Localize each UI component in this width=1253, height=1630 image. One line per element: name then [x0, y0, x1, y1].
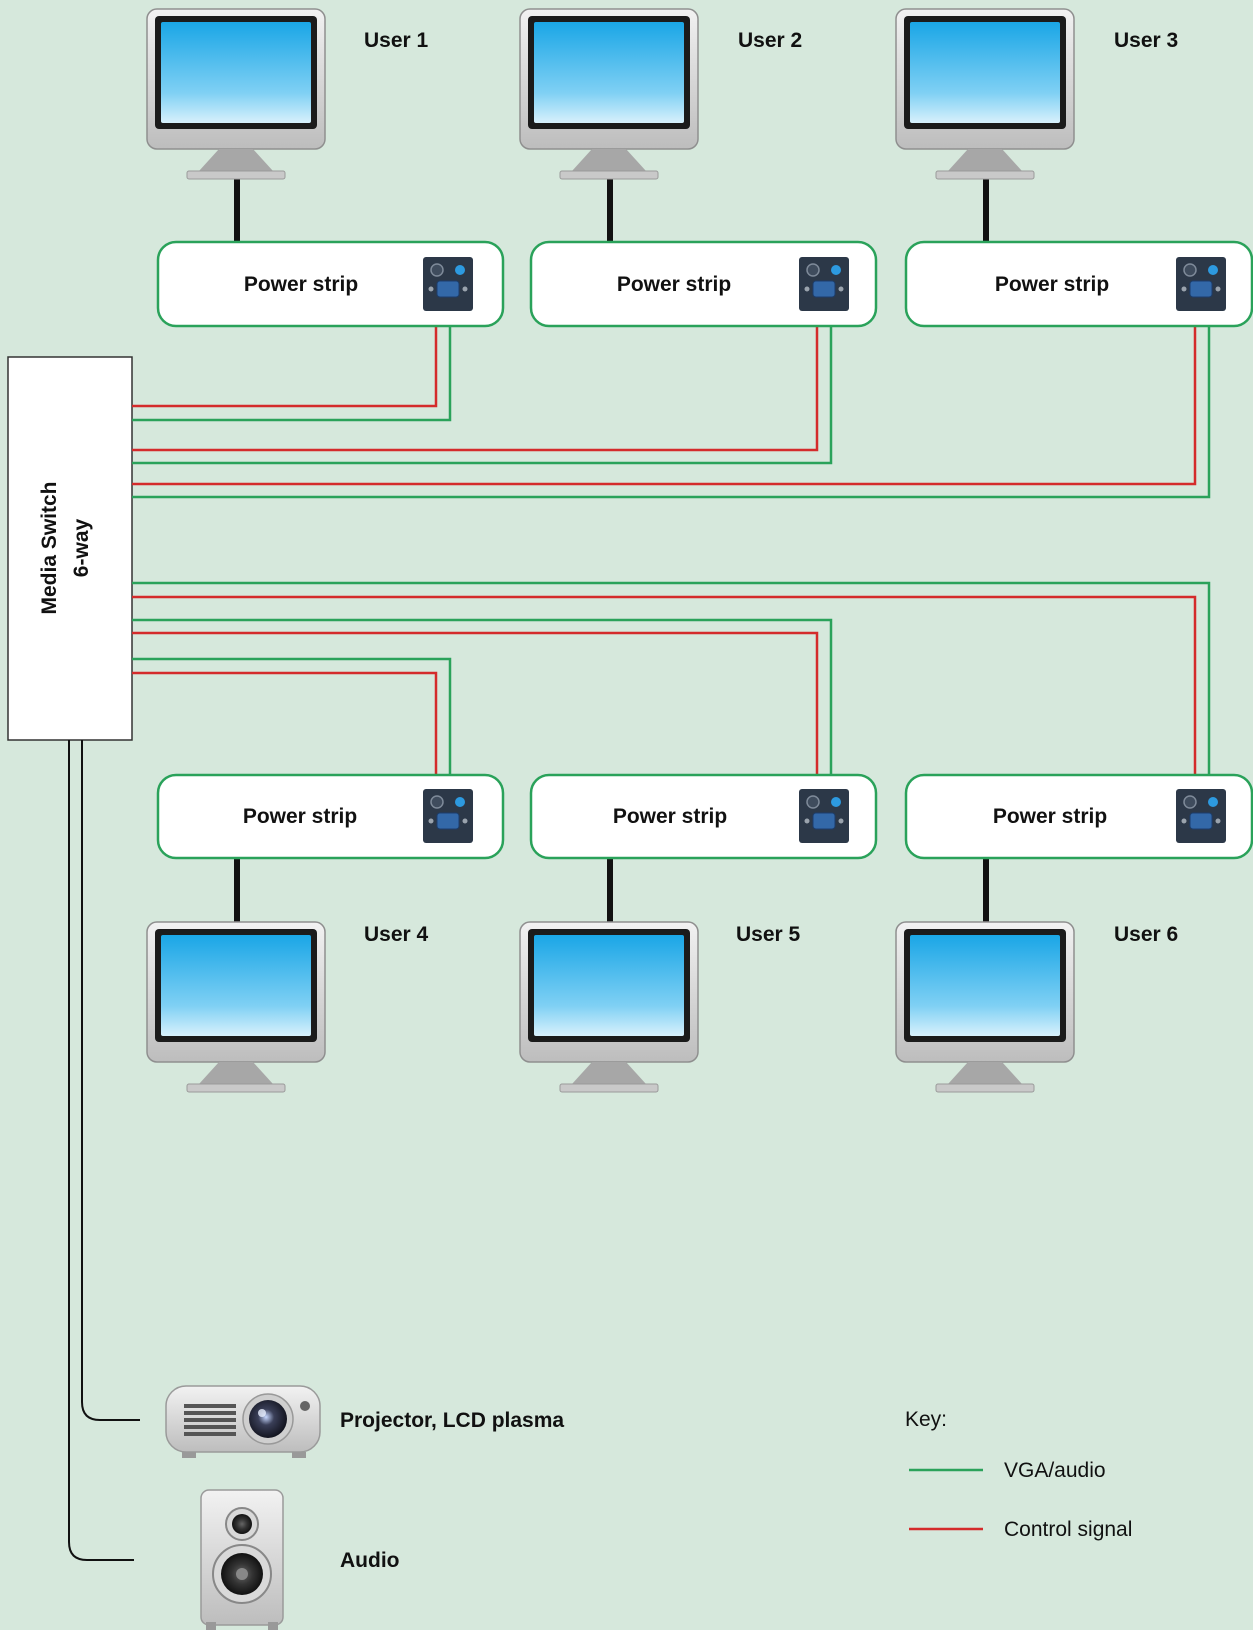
power-strip-label: Power strip [613, 805, 727, 828]
projector-cable [81, 740, 140, 1421]
power-strip-2: Power strip [529, 240, 878, 328]
power-strip-label: Power strip [617, 273, 731, 296]
legend: Key: VGA/audio Control signal [905, 1408, 1132, 1541]
monitor-user-5 [519, 921, 699, 1093]
power-strip-5: Power strip [529, 773, 878, 860]
connector-icon [1175, 788, 1227, 844]
switch-name: Media Switch [38, 481, 61, 614]
control-cable-user-1 [132, 326, 438, 408]
control-cable-user-4 [132, 671, 438, 775]
vga-cable-user-5 [132, 618, 833, 775]
media-switch: Media Switch 6-way [7, 356, 133, 741]
vga-cable-user-6 [132, 581, 1211, 775]
user-label-2: User 2 [738, 29, 802, 52]
user-label-3: User 3 [1114, 29, 1178, 52]
power-strip-3: Power strip [904, 240, 1253, 328]
vga-cable-user-1 [132, 326, 452, 422]
power-strip-label: Power strip [244, 273, 358, 296]
legend-vga-label: VGA/audio [1004, 1459, 1106, 1482]
power-strip-4: Power strip [156, 773, 505, 860]
monitor-user-3 [895, 8, 1075, 180]
vga-cable-user-3 [132, 326, 1211, 499]
cables-bottom-row [132, 581, 1211, 775]
power-strip-label: Power strip [243, 805, 357, 828]
user-label-1: User 1 [364, 29, 429, 52]
power-strip-label: Power strip [993, 805, 1107, 828]
connector-icon [798, 788, 850, 844]
connector-icon [798, 256, 850, 312]
switch-ports: 6-way [70, 519, 93, 578]
power-strip-1: Power strip [156, 240, 505, 328]
legend-control-label: Control signal [1004, 1518, 1132, 1541]
connector-icon [1175, 256, 1227, 312]
vga-cable-user-4 [132, 657, 452, 775]
power-strip-label: Power strip [995, 273, 1109, 296]
speaker-icon [200, 1489, 284, 1630]
control-cable-user-3 [132, 326, 1197, 486]
control-cable-user-6 [132, 595, 1197, 775]
projector-icon [165, 1385, 321, 1458]
vga-cable-user-2 [132, 326, 833, 465]
monitor-user-2 [519, 8, 699, 180]
connector-icon [422, 788, 474, 844]
legend-title: Key: [905, 1408, 947, 1431]
monitor-user-1 [146, 8, 326, 180]
power-strip-6: Power strip [904, 773, 1253, 860]
connector-icon [422, 256, 474, 312]
user-label-5: User 5 [736, 923, 801, 946]
cables-top-row [132, 326, 1211, 499]
control-cable-user-5 [132, 631, 819, 775]
audio-cable [68, 740, 134, 1561]
audio-label: Audio [340, 1549, 399, 1572]
user-label-6: User 6 [1114, 923, 1178, 946]
projector-label: Projector, LCD plasma [340, 1409, 564, 1432]
monitor-user-6 [895, 921, 1075, 1093]
monitor-user-4 [146, 921, 326, 1093]
user-label-4: User 4 [364, 923, 429, 946]
control-cable-user-2 [132, 326, 819, 452]
cables-output [68, 740, 140, 1561]
